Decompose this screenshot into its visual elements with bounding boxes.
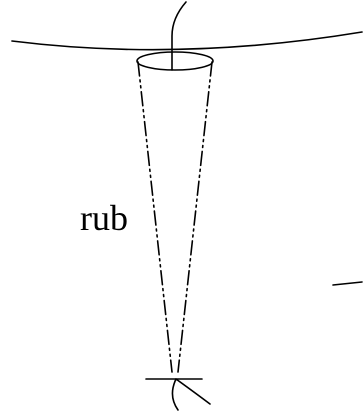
cone-right-side (177, 61, 213, 373)
right-mark (332, 281, 363, 286)
cone-left-side (137, 61, 173, 373)
top-curl (171, 1, 187, 71)
top-ring (136, 51, 214, 71)
bottom-curl (171, 378, 211, 411)
top-curve (11, 31, 363, 51)
rub-label: rub (80, 198, 128, 238)
